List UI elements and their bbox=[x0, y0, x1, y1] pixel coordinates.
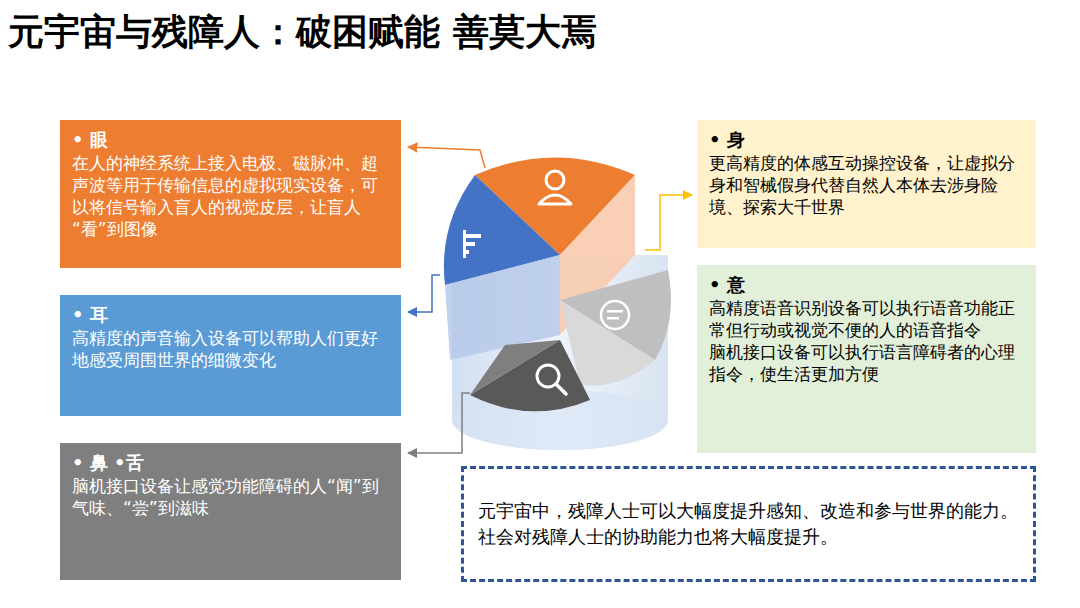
body-text: 在人的神经系统上接入电极、磁脉冲、超声波等用于传输信息的虚拟现实设备，可以将信号… bbox=[72, 152, 389, 240]
sense-heading: • 意 bbox=[709, 273, 1024, 297]
summary-note: 元宇宙中，残障人士可以大幅度提升感知、改造和参与世界的能力。社会对残障人士的协助… bbox=[461, 466, 1036, 582]
sense-box: • 耳高精度的声音输入设备可以帮助人们更好地感受周围世界的细微变化 bbox=[60, 295, 401, 416]
sense-box: • 眼在人的神经系统上接入电极、磁脉冲、超声波等用于传输信息的虚拟现实设备，可以… bbox=[60, 120, 401, 268]
leader-arrow bbox=[645, 195, 692, 250]
leader-arrow bbox=[408, 393, 470, 453]
leader-arrow bbox=[408, 147, 485, 168]
grey-segment bbox=[560, 270, 671, 386]
sense-heading: • 鼻 •舌 bbox=[72, 451, 389, 475]
sense-heading: • 身 bbox=[709, 128, 1024, 152]
body-text: 更高精度的体感互动操控设备，让虚拟分身和智械假身代替自然人本体去涉身险境、探索大… bbox=[709, 152, 1024, 218]
page-title: 元宇宙与残障人：破困赋能 善莫大焉 bbox=[8, 8, 597, 57]
body-text: 脑机接口设备让感觉功能障碍的人“闻”到气味、“尝”到滋味 bbox=[72, 475, 389, 519]
body-text: 高精度语音识别设备可以执行语音功能正常但行动或视觉不便的人的语音指令 bbox=[709, 297, 1024, 341]
sense-box: • 身更高精度的体感互动操控设备，让虚拟分身和智械假身代替自然人本体去涉身险境、… bbox=[697, 120, 1036, 248]
body-text: 元宇宙中，残障人士可以大幅度提升感知、改造和参与世界的能力。社会对残障人士的协助… bbox=[478, 498, 1019, 550]
dark-segment bbox=[470, 340, 590, 411]
sense-heading: • 眼 bbox=[72, 128, 389, 152]
blue-segment bbox=[444, 175, 560, 360]
sense-box: • 意高精度语音识别设备可以执行语音功能正常但行动或视觉不便的人的语音指令脑机接… bbox=[697, 265, 1036, 453]
sense-box: • 鼻 •舌脑机接口设备让感觉功能障碍的人“闻”到气味、“尝”到滋味 bbox=[60, 443, 401, 580]
body-text: 高精度的声音输入设备可以帮助人们更好地感受周围世界的细微变化 bbox=[72, 327, 389, 371]
leader-arrow bbox=[408, 275, 440, 312]
sense-heading: • 耳 bbox=[72, 303, 389, 327]
body-text: 脑机接口设备可以执行语言障碍者的心理指令，使生活更加方便 bbox=[709, 341, 1024, 385]
